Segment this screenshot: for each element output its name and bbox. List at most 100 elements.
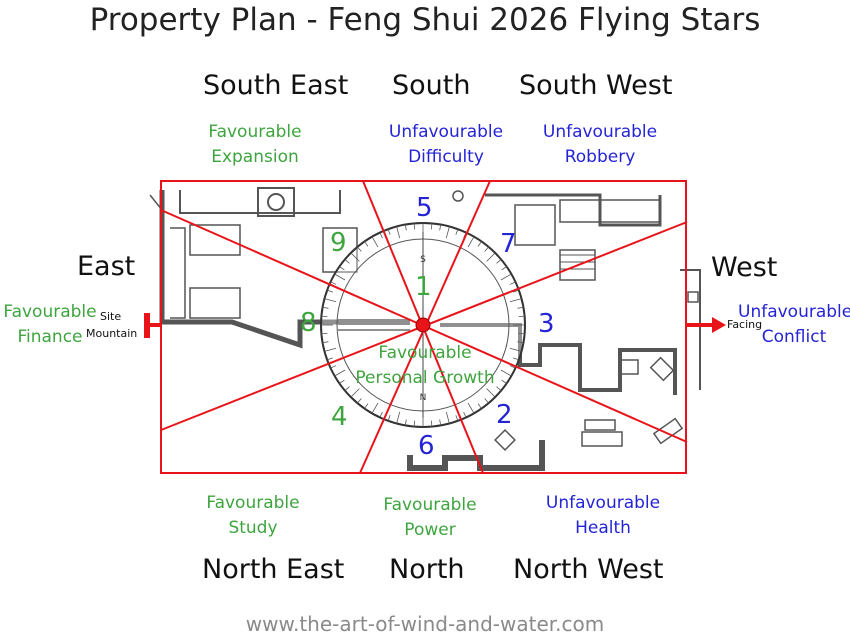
- compass-tick: [364, 241, 369, 247]
- compass-tick: [500, 369, 512, 377]
- facing-label: Facing: [727, 318, 763, 331]
- sector-quality: Unfavourable: [545, 493, 661, 513]
- compass-tick: [413, 223, 416, 230]
- direction-east: East: [77, 251, 136, 282]
- compass-tick: [445, 226, 450, 239]
- star-east: 8: [300, 308, 317, 338]
- compass-tick: [322, 341, 329, 344]
- sector-label-east: Favourable Finance: [0, 300, 100, 350]
- compass-tick: [517, 306, 524, 309]
- sector-meaning: Conflict: [761, 327, 827, 347]
- sector-meaning: Power: [404, 520, 456, 540]
- star-south: 5: [416, 193, 433, 223]
- sector-meaning: Finance: [17, 327, 83, 347]
- compass-mark-bottom: N: [420, 393, 427, 403]
- sector-quality: Unfavourable: [738, 302, 850, 322]
- sector-quality: Favourable: [206, 493, 300, 513]
- sector-meaning: Robbery: [564, 147, 636, 167]
- star-north: 6: [418, 431, 435, 461]
- compass-tick: [404, 419, 407, 426]
- compass-tick: [517, 341, 524, 344]
- compass-tick: [501, 379, 507, 384]
- sector-meaning: Expansion: [211, 147, 299, 167]
- compass-tick: [518, 315, 525, 318]
- star-north-east: 4: [331, 402, 348, 432]
- compass-tick: [321, 332, 328, 335]
- footer-website: www.the-art-of-wind-and-water.com: [245, 612, 605, 636]
- star-west: 3: [538, 309, 555, 339]
- facing-arrow: [687, 317, 726, 333]
- compass-tick: [484, 246, 489, 252]
- sector-quality: Unfavourable: [388, 122, 504, 142]
- compass-tick: [334, 369, 346, 377]
- compass-tick: [371, 402, 379, 414]
- compass-tick: [513, 357, 519, 361]
- compass-tick: [477, 403, 482, 409]
- compass-tick: [344, 386, 350, 391]
- compass-tick: [327, 289, 333, 293]
- compass-tick: [486, 252, 496, 262]
- compass-tick: [344, 259, 350, 264]
- sector-meaning: Study: [228, 518, 278, 538]
- compass-tick: [439, 224, 442, 231]
- star-north-west: 2: [496, 400, 513, 430]
- sector-label-center: Favourable Personal Growth: [340, 341, 510, 391]
- compass-tick: [496, 386, 502, 391]
- compass-tick: [430, 223, 433, 230]
- star-south-east: 9: [330, 228, 347, 258]
- compass-tick: [463, 411, 467, 418]
- direction-north: North: [389, 554, 465, 585]
- compass-tick: [413, 420, 416, 427]
- sector-meaning: Personal Growth: [355, 368, 495, 388]
- direction-south-east: South East: [203, 70, 349, 101]
- compass-tick: [455, 415, 459, 421]
- compass-tick: [404, 224, 407, 231]
- compass-tick: [350, 388, 360, 398]
- compass-tick: [350, 252, 360, 262]
- star-center: 1: [415, 272, 432, 302]
- compass-tick: [324, 347, 337, 352]
- compass-tick: [324, 298, 337, 303]
- compass-tick: [339, 379, 345, 384]
- compass-tick: [477, 241, 482, 247]
- sector-grid: [160, 180, 688, 474]
- compass-tick: [357, 246, 362, 252]
- compass-tick: [467, 402, 475, 414]
- compass-tick: [500, 273, 512, 281]
- page-title: Property Plan - Feng Shui 2026 Flying St…: [89, 2, 761, 38]
- compass-tick: [321, 315, 328, 318]
- compass-tick: [509, 281, 516, 285]
- sector-label-south: Unfavourable Difficulty: [371, 120, 521, 170]
- compass-tick: [322, 306, 329, 309]
- compass-tick: [379, 232, 383, 239]
- site-label: Site: [100, 310, 122, 323]
- sector-quality: Favourable: [3, 302, 97, 322]
- compass-tick: [496, 259, 502, 264]
- sector-label-south-west: Unfavourable Robbery: [535, 120, 665, 170]
- compass-tick: [439, 419, 442, 426]
- direction-south-west: South West: [519, 70, 673, 101]
- compass-tick: [445, 411, 450, 424]
- compass-mark-top: S: [420, 255, 426, 265]
- compass-tick: [467, 236, 475, 248]
- sector-label-north-east: Favourable Study: [193, 491, 313, 541]
- compass-tick: [330, 365, 337, 369]
- compass-tick: [513, 289, 519, 293]
- compass-tick: [371, 236, 379, 248]
- star-south-west: 7: [500, 229, 517, 259]
- sector-quality: Favourable: [383, 495, 477, 515]
- direction-west: West: [711, 252, 778, 283]
- compass-tick: [357, 398, 362, 404]
- compass-tick: [509, 347, 522, 352]
- compass-tick: [484, 398, 489, 404]
- compass-tick: [339, 266, 345, 271]
- compass-tick: [455, 229, 459, 235]
- compass-tick: [509, 298, 522, 303]
- compass-tick: [509, 365, 516, 369]
- compass-tick: [396, 226, 401, 239]
- compass-tick: [379, 411, 383, 418]
- compass-tick: [396, 411, 401, 424]
- compass-tick: [327, 357, 333, 361]
- compass-tick: [430, 420, 433, 427]
